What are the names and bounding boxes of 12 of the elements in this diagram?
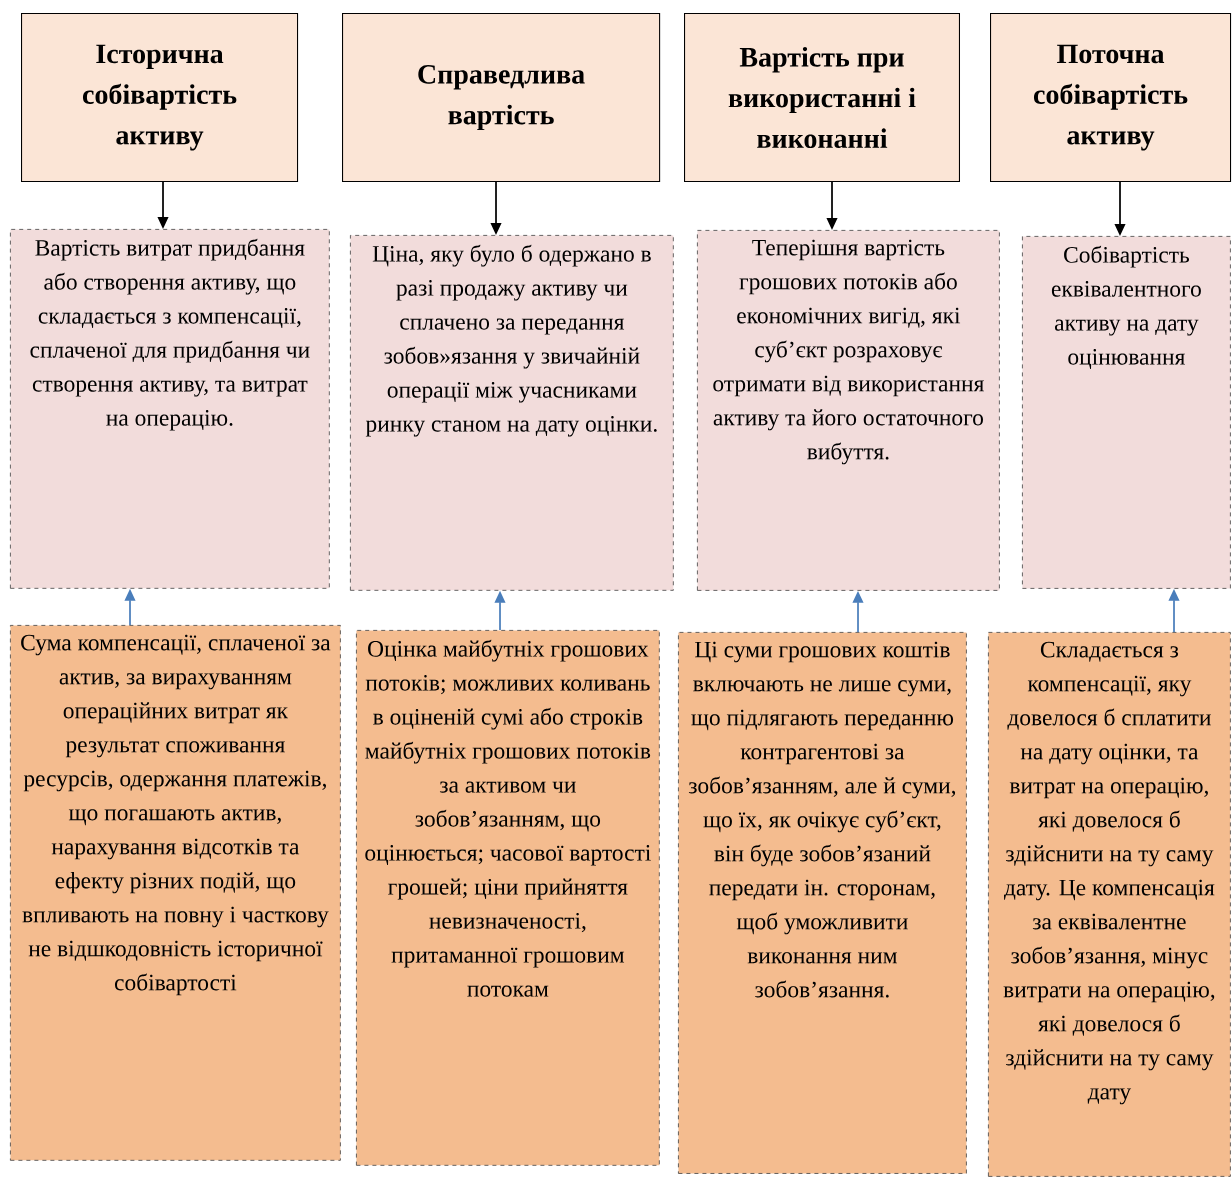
definition-box: Собівартість еквівалентного активу на дату оцінювання xyxy=(1022,236,1231,589)
description-box: Ці суми грошових коштів включають не лише суми, що підлягають переданню контрагентові за зобов’язанням, але й суми, що їх, як очікує суб’єкт, він буде зобов’язаний передати ін. сторонам, щоб уможливити виконання ним зобов’язання. xyxy=(678,632,967,1174)
heading-box: Справедлива вартість xyxy=(342,13,661,183)
heading-box: Поточна собівартість активу xyxy=(990,13,1232,183)
description-box: Складається з компенсації, яку довелося б сплатити на дату оцінки, та витрат на операцію, які довелося б здійснити на ту саму дату. Це компенсація за еквівалентне зобов’язання, мінус витрати на операцію, які довелося б здійснити на ту саму дату xyxy=(988,632,1231,1177)
description-box: Сума компенсації, сплаченої за актив, за вирахуванням операційних витрат як результат споживання ресурсів, одержання платежів, що погашають актив, нарахування відсотків та ефекту різних подій, що впливають на повну і часткову не відшкодовність історичної собівартості xyxy=(10,625,341,1161)
heading-box: Вартість при використанні і виконанні xyxy=(684,13,960,183)
definition-box: Ціна, яку було б одержано в разі продажу активу чи сплачено за передання зобов»язання у звичайній операції між учасниками ринку станом на дату оцінки. xyxy=(350,235,674,591)
heading-box: Історична собівартість активу xyxy=(21,13,299,183)
description-box: Оцінка майбутніх грошових потоків; можливих коливань в оціненій сумі або строків майбутніх грошових потоків за активом чи зобов’язанням, що оцінюється; часової вартості грошей; ціни прийняття невизначеності, притаманної грошовим потокам xyxy=(356,630,660,1166)
definition-box: Вартість витрат придбання або створення активу, що складається з компенсації, сплаченої для придбання чи створення активу, та витрат на операцію. xyxy=(10,229,330,589)
definition-box: Теперішня вартість грошових потоків або економічних вигід, які суб’єкт розраховує отримати від використання активу та його остаточного вибуття. xyxy=(697,230,1000,591)
